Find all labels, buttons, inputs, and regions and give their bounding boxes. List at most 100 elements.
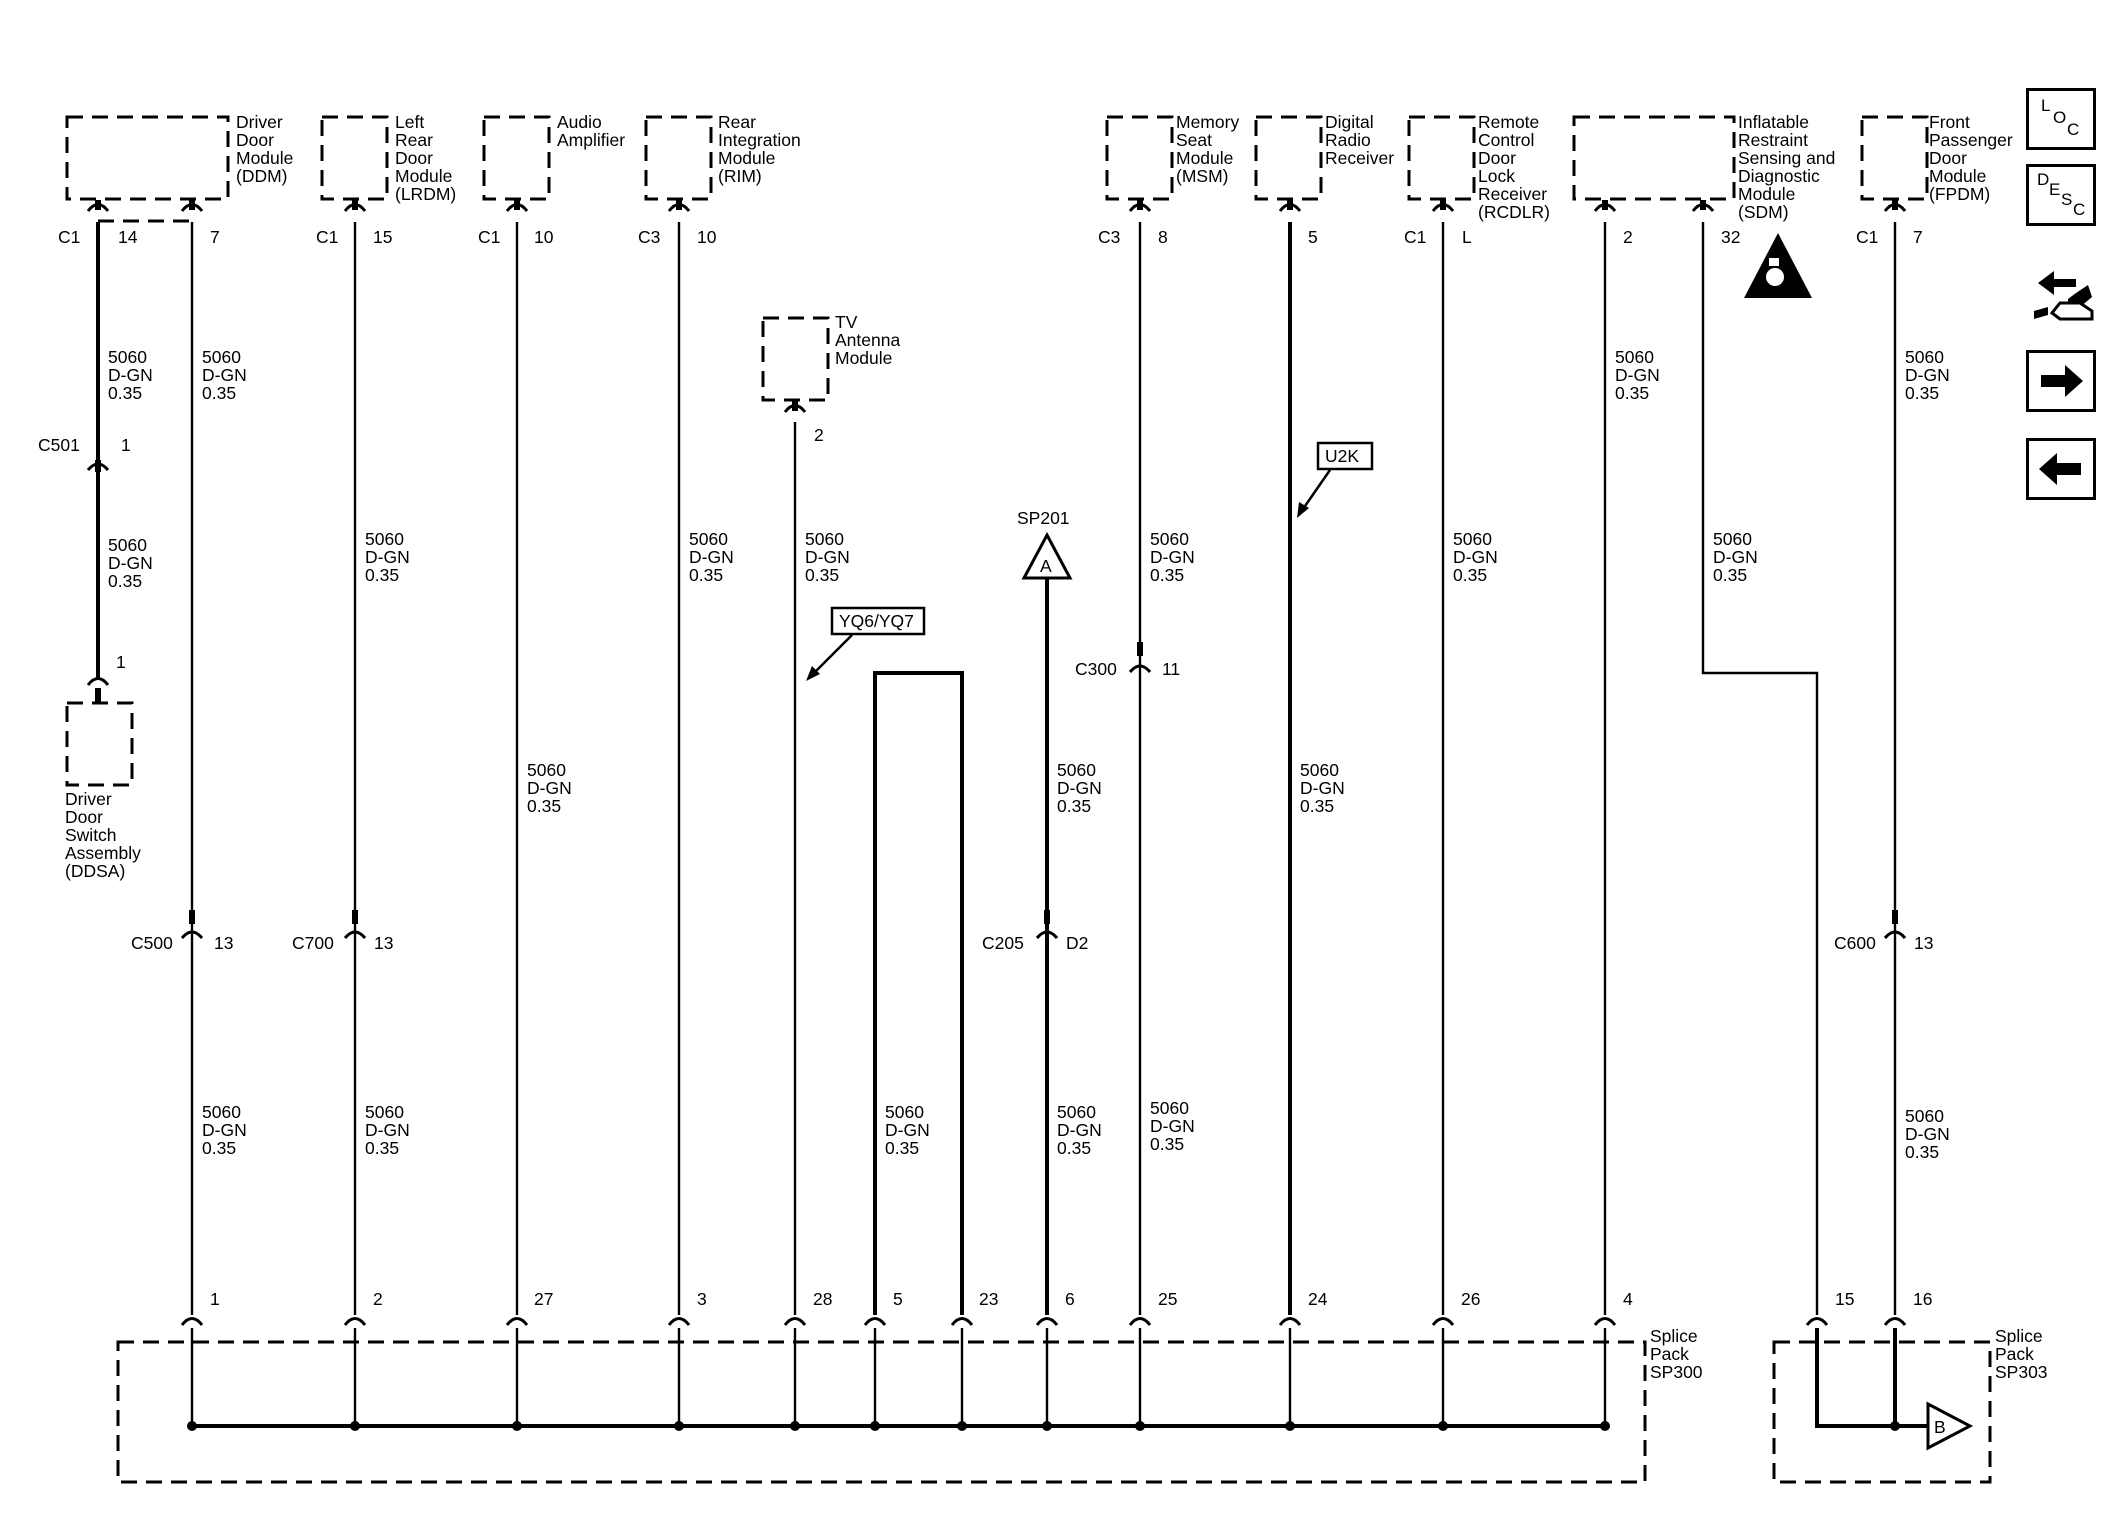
- svg-text:32: 32: [1721, 227, 1740, 247]
- loc-button[interactable]: L O C: [2026, 88, 2096, 150]
- svg-text:C501: C501: [38, 435, 80, 455]
- svg-text:C3: C3: [638, 227, 660, 247]
- wire-sdm32-sp303[interactable]: [1701, 222, 1819, 1315]
- sdm-box[interactable]: [1572, 115, 1736, 201]
- svg-text:13: 13: [1914, 933, 1933, 953]
- svg-text:23: 23: [979, 1289, 998, 1309]
- desc-button[interactable]: D E S C: [2026, 164, 2096, 226]
- svg-text:C1: C1: [1404, 227, 1426, 247]
- svg-text:1: 1: [116, 652, 126, 672]
- fpdm-box[interactable]: [1860, 115, 1929, 201]
- sp300-splice-dots: [187, 1421, 1610, 1431]
- arrow-left-icon: [2039, 453, 2081, 485]
- svg-text:D2: D2: [1066, 933, 1088, 953]
- svg-text:C3: C3: [1098, 227, 1120, 247]
- svg-text:C1: C1: [1856, 227, 1878, 247]
- splice-pack-sp300-box[interactable]: [116, 1340, 1647, 1484]
- svg-text:7: 7: [210, 227, 220, 247]
- svg-text:11: 11: [1162, 659, 1180, 679]
- svg-text:5: 5: [1308, 227, 1318, 247]
- rcdlr-box[interactable]: [1407, 115, 1476, 201]
- svg-text:7: 7: [1913, 227, 1923, 247]
- svg-text:4: 4: [1623, 1289, 1633, 1309]
- ddm-box[interactable]: [65, 115, 230, 201]
- desc-e: E: [2049, 180, 2060, 199]
- svg-text:2: 2: [1623, 227, 1633, 247]
- svg-text:L: L: [1462, 227, 1472, 247]
- connector-labels: C1 14 7 C1 15 C1 10 C3 10 2 C3 8 5 C1 L …: [38, 227, 1933, 953]
- desc-c: C: [2073, 200, 2085, 219]
- svg-text:C1: C1: [58, 227, 80, 247]
- svg-text:8: 8: [1158, 227, 1168, 247]
- u2k-label: U2K: [1325, 446, 1359, 466]
- svg-text:27: 27: [534, 1289, 553, 1309]
- loc-o: O: [2053, 108, 2066, 127]
- yq6-label: YQ6/YQ7: [839, 611, 914, 631]
- svg-text:26: 26: [1461, 1289, 1480, 1309]
- offpage-b-triangle[interactable]: [1926, 1401, 1974, 1451]
- next-page-button[interactable]: [2026, 350, 2096, 412]
- tv-antenna-box[interactable]: [761, 316, 830, 402]
- splice-buses: B: [187, 1328, 1974, 1451]
- svg-text:16: 16: [1913, 1289, 1932, 1309]
- svg-text:C1: C1: [316, 227, 338, 247]
- airbag-warning-icon: [1744, 233, 1812, 298]
- sp201-a-label: A: [1040, 556, 1052, 576]
- svg-text:2: 2: [814, 425, 824, 445]
- svg-text:C500: C500: [131, 933, 173, 953]
- wire-loop-5-23[interactable]: [873, 671, 964, 1315]
- svg-text:C600: C600: [1834, 933, 1876, 953]
- rim-box[interactable]: [644, 115, 713, 201]
- offpage-b-label: B: [1934, 1417, 1946, 1437]
- svg-text:C205: C205: [982, 933, 1024, 953]
- splice-packs: [116, 1340, 1992, 1484]
- audio-amplifier-box[interactable]: [482, 115, 551, 201]
- loc-l: L: [2041, 96, 2050, 115]
- lrdm-box[interactable]: [320, 115, 389, 201]
- svg-text:15: 15: [373, 227, 392, 247]
- digital-radio-box[interactable]: [1254, 115, 1323, 201]
- component-boxes: [65, 115, 1929, 787]
- prev-page-button[interactable]: [2026, 438, 2096, 500]
- splice-pin-labels: 1 2 27 3 28 5 23 6 25 24 26 4 15 16: [210, 1289, 1932, 1309]
- svg-text:1: 1: [210, 1289, 220, 1309]
- sp201-splice[interactable]: A SP201: [1017, 508, 1073, 580]
- msm-box[interactable]: [1105, 115, 1174, 201]
- svg-text:13: 13: [214, 933, 233, 953]
- arrow-right-icon: [2041, 365, 2083, 397]
- option-labels: YQ6/YQ7 U2K: [806, 441, 1374, 681]
- ddsa-box[interactable]: [65, 701, 134, 787]
- svg-text:28: 28: [813, 1289, 832, 1309]
- inline-connector-symbols: [86, 460, 1907, 1326]
- connector-swap-icon[interactable]: [2030, 263, 2100, 333]
- svg-text:13: 13: [374, 933, 393, 953]
- splice-pack-sp303-box[interactable]: [1772, 1340, 1992, 1484]
- svg-text:25: 25: [1158, 1289, 1177, 1309]
- svg-text:C700: C700: [292, 933, 334, 953]
